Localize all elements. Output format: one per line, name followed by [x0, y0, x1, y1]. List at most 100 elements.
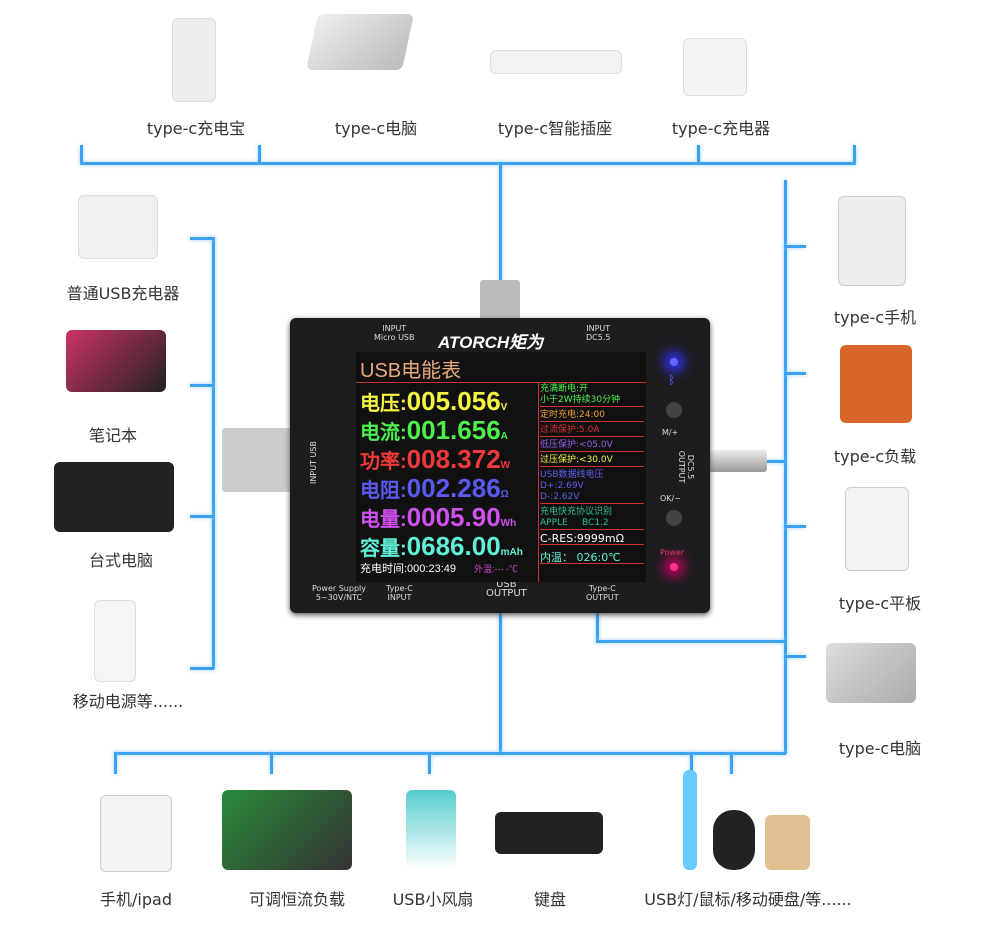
label-top-2: type-c智能插座 [497, 119, 613, 138]
screen-title: USB电能表 [360, 360, 462, 382]
label-bottom-0: 手机/ipad [100, 890, 172, 909]
connector-line [690, 752, 693, 774]
mouse-image [713, 810, 755, 870]
connector-line [190, 515, 214, 518]
reading-label: 容量: [360, 538, 407, 560]
connector-line [80, 145, 83, 163]
port-power-supply: Power Supply 5~30V/NTC [312, 584, 366, 602]
port-dc-output: DC5.5 OUTPUT [677, 450, 695, 484]
reading-value: 005.056 [406, 386, 501, 416]
laptop-image [826, 643, 916, 703]
reading-row: 电阻:002.286Ω [360, 473, 509, 504]
load-board-image [840, 345, 912, 423]
reading-unit: A [500, 431, 508, 442]
status-line: C-RES:9999mΩ [540, 533, 644, 545]
hard-drive-image [765, 815, 810, 870]
usb-power-meter: INPUT Micro USB ATORCH矩为 INPUT DC5.5 INP… [290, 318, 710, 613]
label-bottom-1: 可调恒流负载 [248, 890, 346, 909]
label-left-1: 笔记本 [88, 426, 138, 445]
phone-image [838, 196, 906, 286]
label-top-0: type-c充电宝 [146, 119, 246, 138]
status-line: 过流保护:5.0A [540, 425, 644, 437]
smart-socket-image [490, 50, 622, 74]
reading-value: 002.286 [406, 473, 501, 503]
label-right-0: type-c手机 [833, 308, 917, 327]
reading-unit: W [500, 460, 511, 471]
connector-line [784, 655, 806, 658]
reading-value: 0686.00 [406, 531, 501, 561]
status-line: 充电快充协议识别 APPLE BC1.2 [540, 507, 644, 530]
label-top-3: type-c充电器 [671, 119, 771, 138]
bluetooth-icon: ᛒ [668, 373, 676, 387]
divider [356, 382, 646, 383]
reading-value: 0005.90 [406, 502, 501, 532]
bluetooth-led [670, 358, 678, 366]
connector-line [499, 162, 502, 282]
power-bank-image [94, 600, 136, 682]
connector-line [258, 145, 261, 163]
reading-unit: mAh [500, 547, 523, 558]
connector-line [114, 752, 117, 774]
reading-label: 电阻: [360, 480, 407, 502]
connector-line [190, 237, 214, 240]
usb-lamp-image [683, 770, 697, 870]
charger-image [683, 38, 747, 96]
connector-line [853, 145, 856, 163]
port-usb-output: USB OUTPUT [486, 579, 527, 599]
reading-row: 电量:0005.90Wh [360, 502, 516, 533]
reading-row: 容量:0686.00mAh [360, 531, 523, 562]
label-left-3: 移动电源等...... [72, 692, 184, 711]
label-right-2: type-c平板 [838, 594, 922, 613]
electronic-load-image [222, 790, 352, 870]
reading-label: 电流: [360, 422, 407, 444]
reading-value: 001.656 [406, 415, 501, 445]
reading-unit: Wh [500, 518, 517, 529]
port-dc-input: INPUT DC5.5 [586, 324, 611, 342]
ok-minus-button[interactable] [666, 510, 682, 526]
power-led [670, 563, 678, 571]
connector-line [428, 752, 431, 774]
connector-line [596, 640, 786, 643]
divider [538, 382, 539, 582]
reading-row: 功率:008.372W [360, 444, 510, 475]
port-usb-input: INPUT USB [308, 441, 318, 484]
connector-line [190, 384, 214, 387]
ipad-image [100, 795, 172, 872]
connector-line [784, 372, 806, 375]
label-bottom-3: 键盘 [533, 890, 567, 909]
connector-line [499, 612, 502, 754]
typec-plug [480, 280, 520, 320]
status-line: 定时充电:24:00 [540, 410, 644, 422]
reading-label: 电压: [360, 393, 407, 415]
connector-line [270, 752, 273, 774]
reading-value: 008.372 [406, 444, 501, 474]
keyboard-image [495, 812, 603, 854]
usb-charger-image [78, 195, 158, 259]
connector-line [784, 180, 787, 754]
port-typec-output: Type-C OUTPUT [586, 584, 619, 602]
reading-row: 电压:005.056V [360, 386, 507, 417]
connector-line [212, 237, 215, 669]
label-right-1: type-c负载 [833, 447, 917, 466]
connector-line [114, 752, 786, 755]
m-plus-button[interactable] [666, 402, 682, 418]
dc-plug [705, 450, 767, 472]
status-line: 过压保护:<30.0V [540, 455, 644, 467]
status-line: 低压保护:<05.0V [540, 440, 644, 452]
charge-time: 充电时间:000:23:49 [360, 563, 456, 575]
power-label: Power [660, 548, 685, 557]
label-top-1: type-c电脑 [334, 119, 418, 138]
status-line: USB数据线电压 D+:2.69V D-:2.62V [540, 470, 644, 504]
connector-line [190, 667, 214, 670]
external-temp: 外温:--- -℃ [474, 564, 518, 574]
port-typec-input: Type-C INPUT [386, 584, 413, 602]
label-bottom-4: USB灯/鼠标/移动硬盘/等...... [644, 890, 852, 909]
connector-line [765, 460, 785, 463]
tablet-image [845, 487, 909, 571]
label-left-0: 普通USB充电器 [66, 284, 180, 303]
reading-row: 电流:001.656A [360, 415, 508, 446]
label-left-2: 台式电脑 [88, 551, 154, 570]
m-plus-label: M/+ [662, 428, 679, 437]
